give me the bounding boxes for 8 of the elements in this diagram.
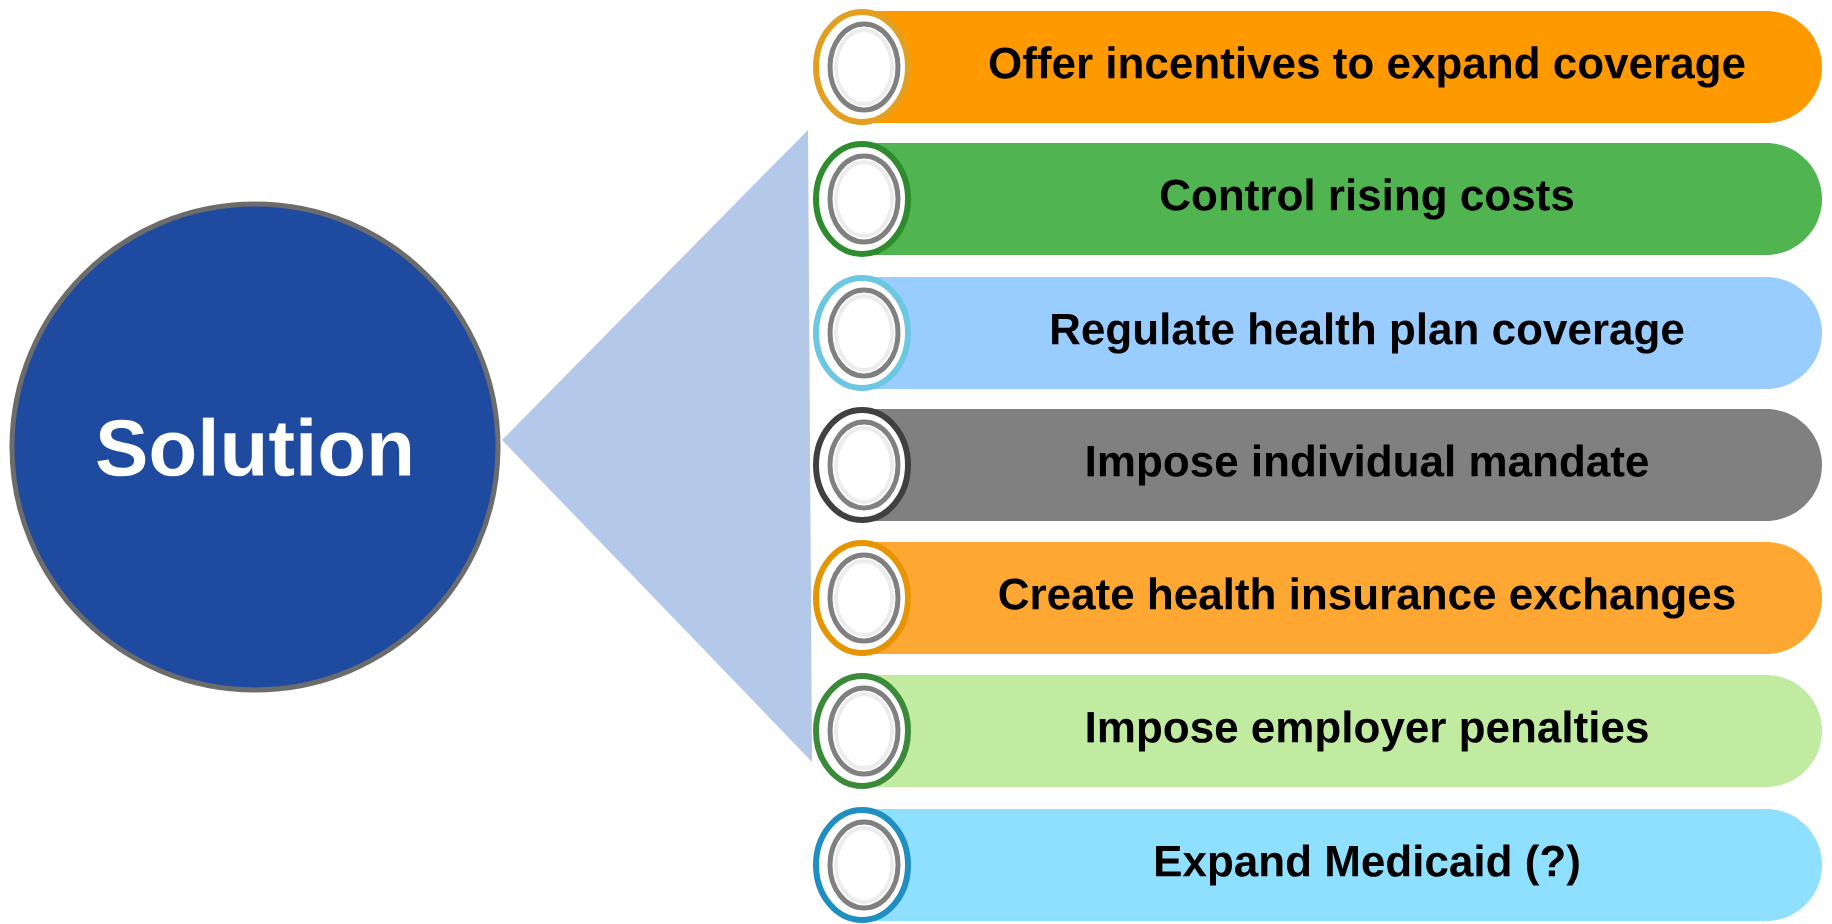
list-bar: Impose employer penalties (862, 675, 1822, 787)
fan-shape (502, 130, 812, 762)
list-bar: Expand Medicaid (?) (862, 809, 1822, 921)
list-bar: Impose individual mandate (862, 409, 1822, 521)
list-bar: Create health insurance exchanges (862, 542, 1822, 654)
list-bar: Regulate health plan coverage (862, 277, 1822, 389)
list-bar: Control rising costs (862, 143, 1822, 255)
list-bar: Offer incentives to expand coverage (862, 11, 1822, 123)
